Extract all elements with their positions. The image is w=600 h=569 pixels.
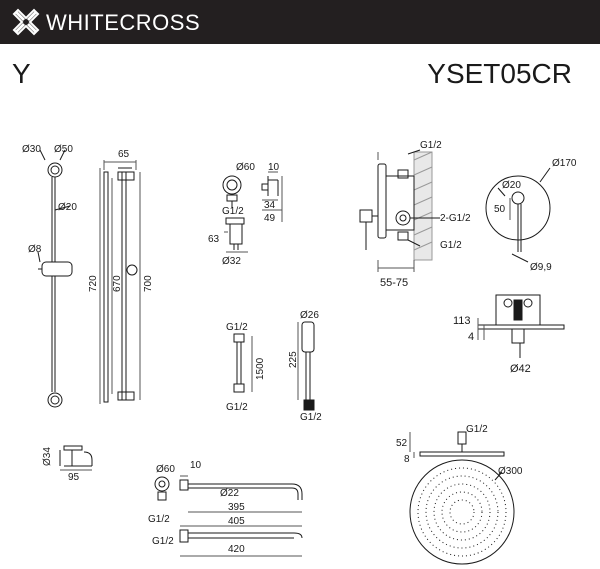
dim-h225: 225: [288, 351, 299, 368]
series-label: Y: [12, 58, 31, 89]
dim-h52: 52: [396, 438, 408, 449]
cover-plate-front: [485, 167, 551, 263]
dim-g-hand: G1/2: [300, 412, 322, 423]
head-shower-front: [409, 459, 515, 565]
whitecross-logo-icon: [12, 8, 40, 36]
dim-g-top: G1/2: [420, 140, 442, 151]
dim-h720: 720: [88, 275, 99, 292]
wall-elbow-bottom: [224, 217, 248, 253]
dim-depth: 55-75: [380, 277, 408, 289]
dim-d20-rail: Ø20: [58, 202, 77, 213]
dim-d32: Ø32: [222, 256, 241, 267]
dim-g-hose-top: G1/2: [226, 322, 248, 333]
dim-d9-9: Ø9,9: [530, 262, 552, 273]
dim-d34: Ø34: [42, 447, 53, 466]
dim-d300: Ø300: [498, 466, 523, 477]
slide-rail-front-view: [37, 149, 73, 408]
dim-l405: 405: [228, 516, 245, 527]
model-number: YSET05CR: [427, 58, 572, 89]
wall-elbow-side: [261, 171, 283, 222]
hand-shower: [297, 321, 315, 411]
dim-h63: 63: [208, 234, 220, 245]
dim-w10-elbow: 10: [268, 162, 280, 173]
dim-l395: 395: [228, 502, 245, 513]
dim-h34: 34: [264, 200, 276, 211]
dim-h4: 4: [468, 331, 474, 343]
header-bar: WHITECROSS: [0, 0, 600, 44]
brand-name: WHITECROSS: [46, 10, 201, 35]
dim-g-hose-bottom: G1/2: [226, 402, 248, 413]
slide-rail-side-view: [99, 160, 141, 404]
dim-l1500: 1500: [255, 357, 266, 380]
dim-g-side: 2-G1/2: [440, 213, 471, 224]
head-shower-side: [409, 431, 505, 458]
dim-g-elbow: G1/2: [222, 206, 244, 217]
dim-d26: Ø26: [300, 310, 319, 321]
dim-h700: 700: [143, 275, 154, 292]
dim-w65: 65: [118, 149, 130, 160]
cover-plate-side: [477, 294, 565, 358]
mixer-body-section: [359, 149, 440, 272]
dim-h49: 49: [264, 213, 276, 224]
dim-d50: Ø50: [54, 144, 73, 155]
dim-g-arm: G1/2: [148, 514, 170, 525]
dim-g-head: G1/2: [466, 424, 488, 435]
dim-w95: 95: [68, 472, 80, 483]
dim-l420: 420: [228, 544, 245, 555]
dim-h113: 113: [453, 315, 471, 327]
dim-d170: Ø170: [552, 158, 577, 169]
dim-h670: 670: [112, 275, 123, 292]
dim-h50: 50: [494, 204, 506, 215]
dim-w10-arm: 10: [190, 460, 202, 471]
shower-holder: [59, 445, 93, 471]
wall-elbow-front: [222, 175, 242, 208]
dim-d60-arm: Ø60: [156, 464, 175, 475]
dim-h8: 8: [404, 454, 410, 465]
dim-d42: Ø42: [510, 363, 531, 375]
dim-d60-elbow: Ø60: [236, 162, 255, 173]
dim-d22: Ø22: [220, 488, 239, 499]
dim-g-bottom: G1/2: [440, 240, 462, 251]
dim-g-arm2: G1/2: [152, 536, 174, 547]
dim-d8: Ø8: [28, 244, 42, 255]
shower-hose: [233, 333, 253, 393]
dim-d20-plate: Ø20: [502, 180, 521, 191]
shower-arm: [154, 475, 303, 557]
dim-d30: Ø30: [22, 144, 41, 155]
